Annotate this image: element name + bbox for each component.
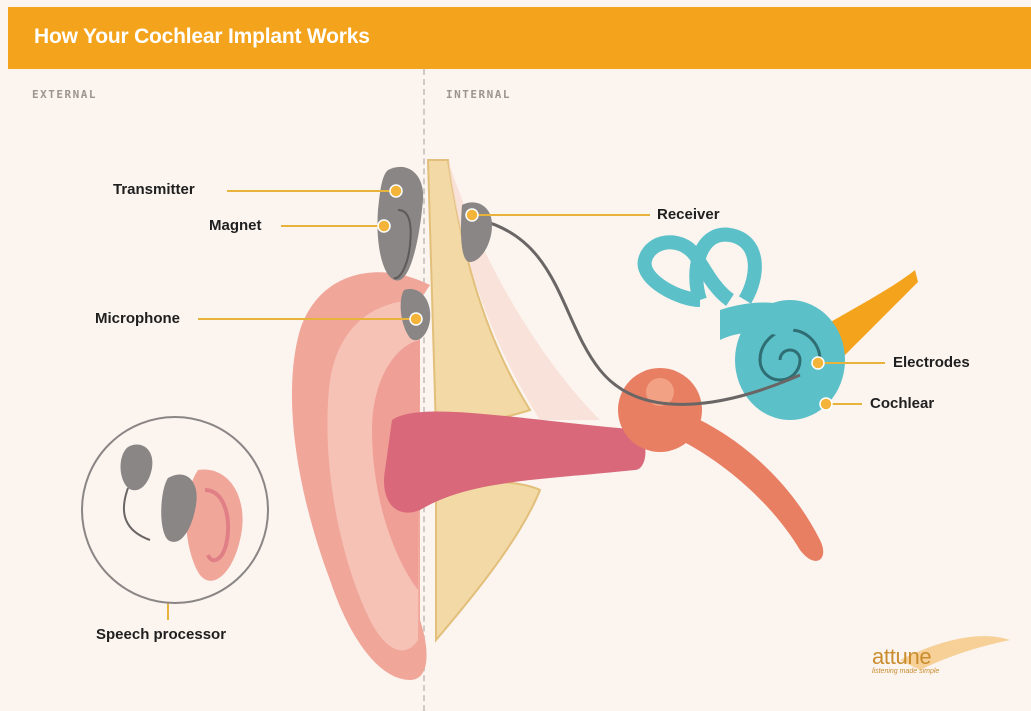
- brand-tagline: listening made simple: [872, 668, 939, 675]
- cochlear-label: Cochlear: [870, 395, 934, 412]
- transmitter-label: Transmitter: [113, 181, 195, 198]
- magnet-label: Magnet: [209, 217, 262, 234]
- skull-bone: [428, 160, 600, 640]
- speech-processor-label: Speech processor: [96, 626, 226, 643]
- microphone-label: Microphone: [95, 310, 180, 327]
- brand-name: attune: [872, 644, 939, 670]
- brand-logo: attune listening made simple: [872, 644, 939, 675]
- electrodes-label: Electrodes: [893, 354, 970, 371]
- receiver-label: Receiver: [657, 206, 720, 223]
- speech-processor-inset: [82, 417, 268, 603]
